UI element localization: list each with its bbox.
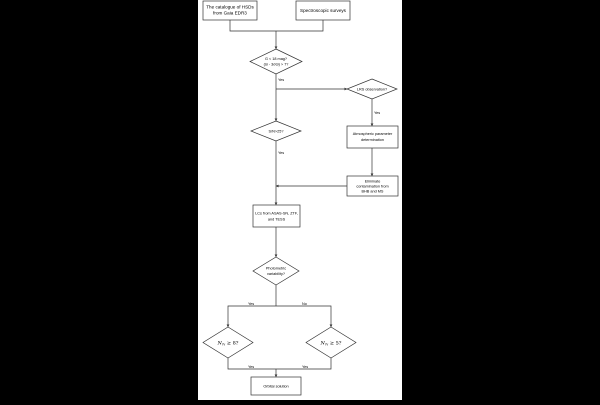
node-lcs-line-1: LCs from ASAS-SN, ZTF, [255, 212, 298, 216]
node-snr-line-1: S/N>25? [269, 130, 284, 134]
node-eliminate-line-2: contamination from [356, 185, 388, 189]
node-snr: S/N>25? [250, 120, 302, 142]
node-eliminate: Eliminate contamination from BHB and MS [346, 175, 399, 197]
edge-label-lrs-yes: Yes [374, 111, 380, 115]
edge-label-photometric-no: No [302, 302, 307, 306]
node-catalogue-line-1: The catalogue of HSDs [206, 5, 254, 10]
edge-photometric-yes [226, 305, 276, 328]
node-photometric-line-2: variability? [267, 272, 285, 276]
node-atmos-line-1: Atmospheric parameter [353, 132, 393, 136]
node-lrs: LRS observation? [346, 78, 398, 100]
edge-label-photometric-yes: Yes [248, 302, 254, 306]
node-eliminate-line-3: BHB and MS [362, 190, 384, 194]
node-catalogue-line-2: from Gaia EDR3 [213, 11, 247, 16]
node-criteria: G < 18 mag? (ϖ - 3σϖ) > 7? [249, 48, 303, 75]
node-orbital: Orbital solution [250, 376, 302, 396]
edge-nrv-right-orbital [276, 358, 332, 370]
node-surveys-line-1: Spectroscopic surveys [300, 8, 347, 13]
node-lrs-line-1: LRS observation? [357, 88, 387, 92]
edge-labels: Yes Yes Yes Yes No Yes Yes [248, 78, 380, 369]
node-orbital-line-1: Orbital solution [263, 385, 288, 389]
node-nrv-right: Nrv ≥ 5? [305, 326, 357, 359]
edge-nrv-left-orbital [227, 358, 276, 370]
edge-label-nrv-right-yes: Yes [302, 365, 308, 369]
node-nrv-left-label: Nrv ≥ 8? [217, 341, 239, 347]
node-catalogue: The catalogue of HSDs from Gaia EDR3 [202, 0, 258, 21]
node-atmos-line-2: determination [361, 138, 384, 142]
edge-label-criteria-yes: Yes [278, 78, 284, 82]
edge-label-snr-yes: Yes [278, 151, 284, 155]
node-lcs-line-2: and TESS [268, 218, 286, 222]
connectors [226, 20, 374, 378]
node-photometric-line-1: Photometric [266, 267, 286, 271]
flowchart-canvas: The catalogue of HSDs from Gaia EDR3 Spe… [198, 0, 402, 400]
node-surveys: Spectroscopic surveys [295, 0, 351, 21]
node-criteria-line-2: (ϖ - 3σϖ) > 7? [264, 63, 289, 67]
edge-surveys-merge [276, 20, 324, 32]
node-nrv-left: Nrv ≥ 8? [202, 326, 254, 359]
edge-label-nrv-left-yes: Yes [248, 365, 254, 369]
node-lcs: LCs from ASAS-SN, ZTF, and TESS [252, 204, 301, 228]
edge-photometric-no [276, 305, 333, 328]
node-nrv-right-label: Nrv ≥ 5? [320, 341, 342, 347]
node-atmos: Atmospheric parameter determination [346, 125, 399, 149]
edge-catalogue-merge [229, 20, 276, 32]
node-eliminate-line-1: Eliminate [365, 180, 381, 184]
node-photometric: Photometric variability? [252, 256, 300, 286]
node-criteria-line-1: G < 18 mag? [265, 57, 287, 61]
